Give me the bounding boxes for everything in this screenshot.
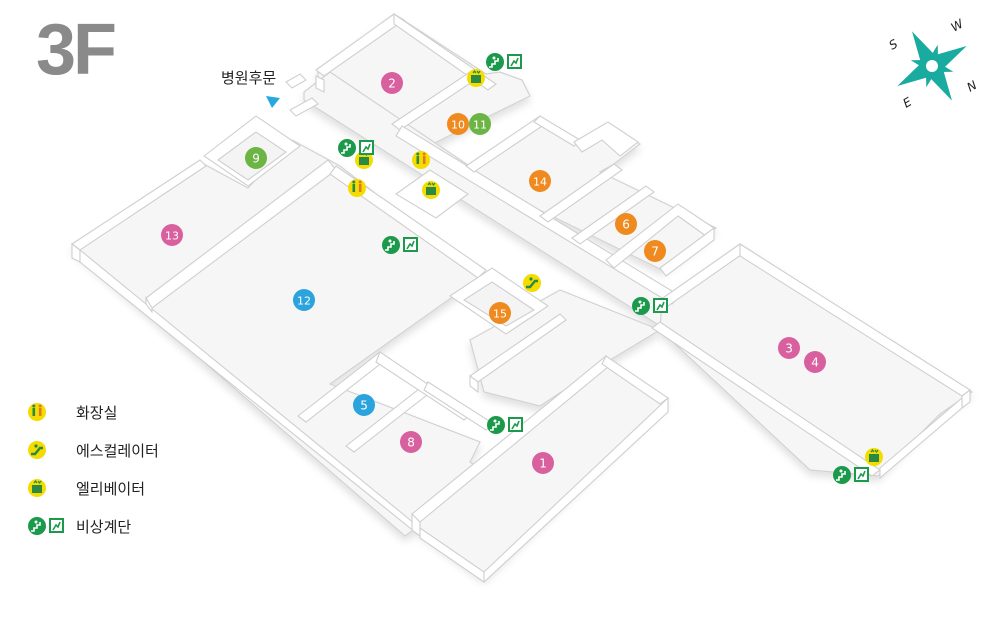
room-number: 2 xyxy=(388,77,396,91)
room-marker-6[interactable]: 6 xyxy=(615,213,637,235)
compass-n: N xyxy=(965,78,980,95)
room-marker-11[interactable]: 11 xyxy=(469,113,491,135)
stairs-map-icon xyxy=(487,416,523,434)
room-number: 3 xyxy=(785,342,793,356)
room-number: 13 xyxy=(165,230,179,243)
room-marker-2[interactable]: 2 xyxy=(381,72,403,94)
legend-label: 엘리베이터 xyxy=(76,480,146,498)
room-number: 8 xyxy=(407,436,415,450)
room-marker-dot xyxy=(447,113,469,135)
room-marker-dot xyxy=(400,431,422,453)
room-marker-dot xyxy=(778,337,800,359)
emergency-stairs-icon xyxy=(28,517,64,535)
room-number: 12 xyxy=(297,295,311,308)
restroom-map-icon xyxy=(348,179,366,197)
room-marker-dot xyxy=(353,394,375,416)
stairs-map-icon xyxy=(382,236,418,254)
elevator-map-icon xyxy=(865,448,883,466)
room-marker-dot xyxy=(532,452,554,474)
stairs-map-icon xyxy=(338,139,374,157)
escalator-icon xyxy=(28,441,46,459)
room-marker-5[interactable]: 5 xyxy=(353,394,375,416)
room-number: 4 xyxy=(811,356,819,370)
elevator-map-icon xyxy=(467,69,485,87)
room-marker-dot xyxy=(804,351,826,373)
room-number: 9 xyxy=(252,152,260,166)
room-marker-14[interactable]: 14 xyxy=(529,170,551,192)
room-number: 15 xyxy=(493,308,507,321)
escalator-map-icon xyxy=(523,274,541,292)
room-number: 11 xyxy=(473,119,487,132)
room-marker-7[interactable]: 7 xyxy=(644,240,666,262)
room-marker-dot xyxy=(293,289,315,311)
restroom-map-icon xyxy=(412,151,430,169)
room-marker-4[interactable]: 4 xyxy=(804,351,826,373)
legend-item-elevator: 엘리베이터 xyxy=(26,476,226,500)
room-marker-dot xyxy=(615,213,637,235)
room-number: 6 xyxy=(622,218,630,232)
room-marker-15[interactable]: 15 xyxy=(489,302,511,324)
room-marker-dot xyxy=(489,302,511,324)
compass-s: S xyxy=(887,36,901,52)
legend-item-emergency-stairs: 비상계단 xyxy=(26,514,226,538)
stairs-map-icon xyxy=(632,297,668,315)
room-marker-dot xyxy=(381,72,403,94)
room-number: 1 xyxy=(539,457,547,471)
room-marker-1[interactable]: 1 xyxy=(532,452,554,474)
compass-e: E xyxy=(901,94,915,110)
room-number: 14 xyxy=(533,176,547,189)
restroom-icon xyxy=(28,403,46,421)
room-marker-10[interactable]: 10 xyxy=(447,113,469,135)
legend-label: 비상계단 xyxy=(76,518,132,536)
rear-gate-label: 병원후문 xyxy=(221,69,277,87)
room-marker-dot xyxy=(529,170,551,192)
compass-rose-icon: W S N E xyxy=(887,16,980,111)
room-marker-8[interactable]: 8 xyxy=(400,431,422,453)
room-number: 10 xyxy=(451,119,465,132)
floor-title: 3F xyxy=(36,10,117,90)
legend-label: 화장실 xyxy=(76,404,118,422)
legend-item-restroom: 화장실 xyxy=(26,400,226,424)
room-marker-dot xyxy=(245,147,267,169)
walls xyxy=(71,12,971,584)
room-number: 7 xyxy=(651,245,659,259)
legend-label: 에스컬레이터 xyxy=(76,442,159,460)
room-marker-12[interactable]: 12 xyxy=(293,289,315,311)
room-marker-dot xyxy=(161,224,183,246)
room-marker-9[interactable]: 9 xyxy=(245,147,267,169)
elevator-icon xyxy=(28,479,46,497)
gate-arrow-icon xyxy=(266,96,280,108)
room-marker-dot xyxy=(644,240,666,262)
room-number: 5 xyxy=(360,399,368,413)
elevator-map-icon xyxy=(422,181,440,199)
stairs-map-icon xyxy=(833,466,869,484)
room-marker-3[interactable]: 3 xyxy=(778,337,800,359)
compass-w: W xyxy=(949,16,967,35)
room-marker-dot xyxy=(469,113,491,135)
room-marker-13[interactable]: 13 xyxy=(161,224,183,246)
stairs-map-icon xyxy=(486,53,522,71)
legend-item-escalator: 에스컬레이터 xyxy=(26,438,226,462)
